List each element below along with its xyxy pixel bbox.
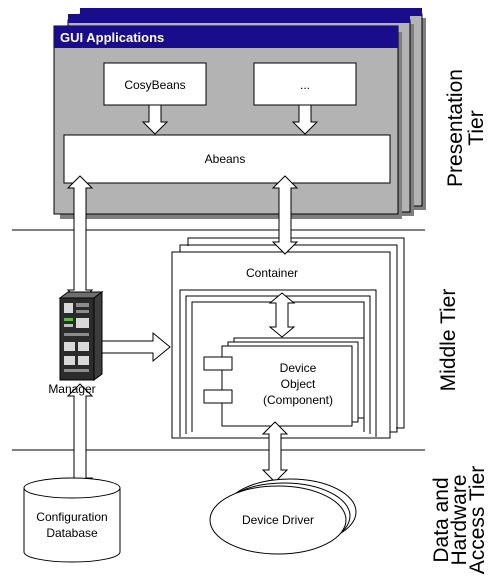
- other-apps-box: [253, 62, 357, 106]
- tier-label-middle: Middle Tier: [437, 289, 460, 392]
- manager-database-arrow: [66, 383, 94, 491]
- device-object-line3: (Component): [263, 393, 333, 407]
- svg-text:Middle Tier: Middle Tier: [437, 289, 460, 392]
- window-back-titlebar: [80, 8, 422, 16]
- cosybeans-label: CosyBeans: [124, 78, 185, 92]
- container-label: Container: [246, 266, 298, 280]
- svg-text:Access Tier: Access Tier: [466, 466, 488, 575]
- device-driver-stack: Device Driver: [209, 478, 357, 555]
- svg-text:Hardware: Hardware: [448, 474, 471, 565]
- svg-text:Presentation: Presentation: [444, 69, 467, 187]
- device-object-line2: Object: [281, 377, 316, 391]
- abeans-label: Abeans: [205, 152, 246, 166]
- manager-container-arrow: [95, 331, 171, 363]
- tier-label-data: Data and Hardware Access Tier: [430, 466, 488, 575]
- manager-label: Manager: [48, 382, 95, 396]
- device-object-line1: Device: [280, 361, 317, 375]
- abeans-box: [63, 134, 391, 184]
- abeans-container-arrow: [271, 175, 299, 255]
- abeans-manager-arrow: [66, 175, 94, 303]
- other-to-abeans-arrow: [291, 104, 319, 135]
- component-tab-top: [203, 356, 233, 371]
- component-driver-arrow: [261, 421, 289, 483]
- other-apps-label: ...: [300, 78, 310, 92]
- config-db-line2: Database: [46, 526, 98, 540]
- config-db-line1: Configuration: [36, 510, 107, 524]
- svg-text:Tier: Tier: [465, 110, 488, 145]
- window-middle-titlebar: [68, 14, 410, 23]
- container-stack: Container Device Object (Component): [171, 237, 405, 439]
- server-icon: [58, 291, 104, 381]
- window-front-titlebar: [54, 26, 398, 48]
- gui-windows-stack: GUI Applications CosyBeans ... Abeans: [53, 8, 426, 219]
- device-driver-label: Device Driver: [242, 513, 314, 527]
- configuration-database: Configuration Database: [23, 477, 121, 563]
- cosybeans-box: [103, 62, 207, 106]
- device-object-box: [221, 345, 353, 427]
- container-stack-back: [187, 237, 405, 429]
- container-stack-mid: [179, 244, 398, 433]
- svg-text:Data and: Data and: [430, 477, 453, 562]
- container-component-arrow: [268, 292, 296, 338]
- inner-frame-1: [179, 289, 377, 437]
- window-title: GUI Applications: [60, 30, 164, 45]
- cosybeans-to-abeans-arrow: [141, 104, 169, 135]
- window-front: [53, 25, 399, 215]
- tier-label-presentation: Presentation Tier: [444, 69, 488, 187]
- component-tab-bottom: [203, 389, 233, 404]
